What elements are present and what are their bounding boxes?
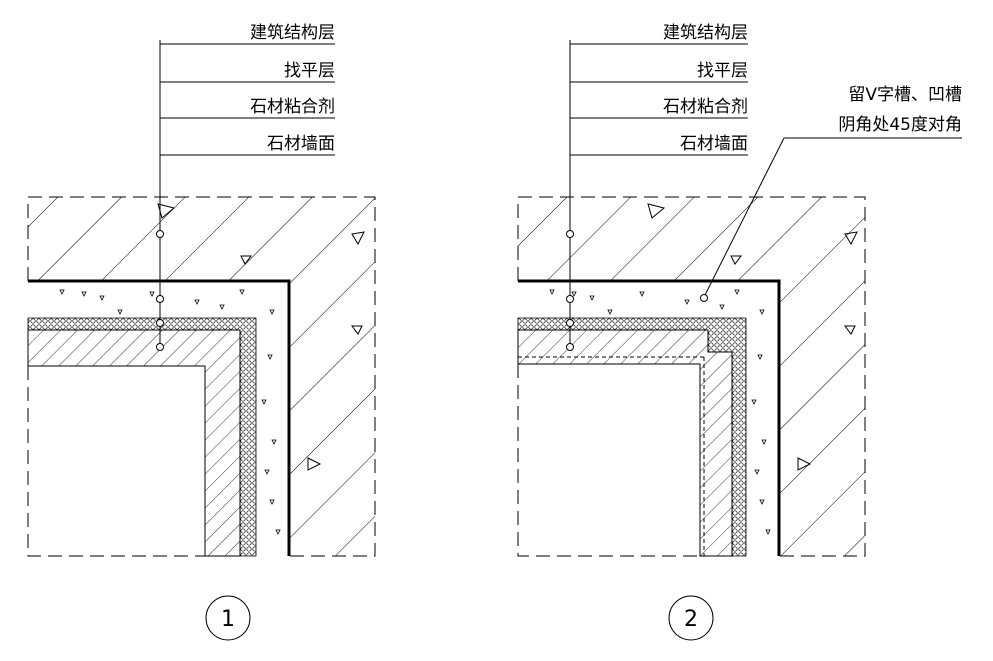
detail-number-1: 1 <box>221 607 235 632</box>
room-break-line <box>27 366 205 557</box>
structure-wall <box>28 197 375 556</box>
label-lines-2 <box>570 43 748 156</box>
structure-face-line <box>28 279 291 556</box>
leader-1 <box>156 40 164 351</box>
leveling-speckles <box>549 289 771 535</box>
aggregate-marks <box>157 203 365 471</box>
stone-layer <box>517 329 733 557</box>
note-leader <box>700 137 962 302</box>
structure-face-line <box>518 279 781 556</box>
label-structure: 建筑结构层 <box>663 23 748 43</box>
detail-2: 建筑结构层 找平层 石材粘合剂 石材墙面 留V字槽、凹槽 阴角处45度对角 2 <box>517 23 962 641</box>
label-lines-1 <box>160 43 335 156</box>
detail-number-2: 2 <box>684 607 698 632</box>
structure-wall <box>518 197 865 556</box>
label-leveling: 找平层 <box>697 61 748 81</box>
detail-number-circle-2 <box>668 595 714 641</box>
note-line-1: 留V字槽、凹槽 <box>848 85 962 105</box>
break-line <box>517 196 866 557</box>
leader-2 <box>566 40 574 351</box>
note-line-2: 阴角处45度对角 <box>838 115 962 135</box>
detail-1: 建筑结构层 找平层 石材粘合剂 石材墙面 1 <box>27 23 376 641</box>
stone-layer <box>27 329 241 557</box>
aggregate-marks <box>647 203 858 471</box>
label-stone: 石材墙面 <box>267 134 335 154</box>
label-leveling: 找平层 <box>284 61 335 81</box>
label-adhesive: 石材粘合剂 <box>250 97 335 117</box>
label-stone: 石材墙面 <box>680 134 748 154</box>
label-adhesive: 石材粘合剂 <box>663 97 748 117</box>
room-break-line <box>517 364 700 557</box>
detail-number-circle-1 <box>205 595 251 641</box>
leveling-speckles <box>59 289 281 535</box>
break-line <box>27 196 376 557</box>
label-structure: 建筑结构层 <box>250 23 335 43</box>
